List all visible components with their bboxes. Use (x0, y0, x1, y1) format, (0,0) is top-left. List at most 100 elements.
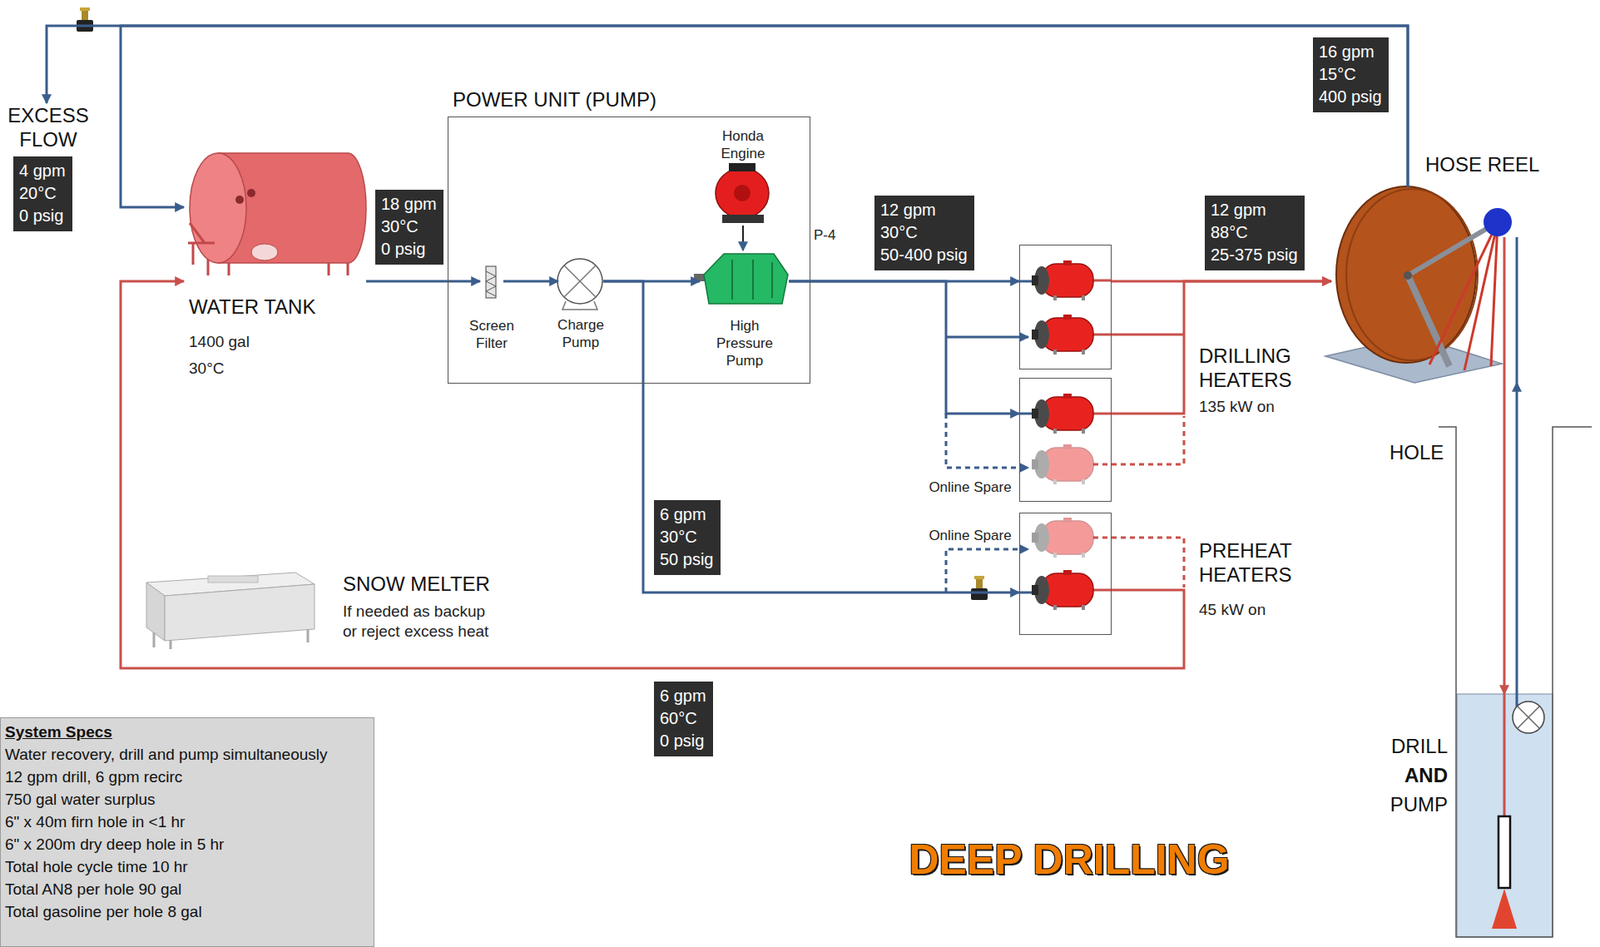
part-label: P-4 (813, 226, 836, 244)
drill-and-pump: DRILLANDPUMP (1381, 693, 1553, 937)
flow-line (503, 280, 559, 283)
heater-drawing (1031, 393, 1094, 434)
label-text: 18 gpm (381, 193, 437, 216)
hose-reel: HOSE REEL (1331, 187, 1506, 383)
label-text: 16 gpm (1318, 40, 1383, 64)
heater-lines (1019, 281, 1032, 593)
snow-melter-drawing (146, 572, 315, 649)
heater-lines (1093, 416, 1184, 588)
label-text: 30°C (188, 358, 224, 379)
honda-engine-drawing (733, 184, 751, 202)
label-text: 135 kW on (1198, 396, 1275, 417)
snow-melter-drawing (164, 584, 315, 641)
flow-line (603, 281, 1020, 593)
hose-reel-drawing (1325, 186, 1517, 383)
hose-reel-drawing (1407, 275, 1450, 367)
water-tank-drawing (235, 195, 244, 204)
hose-reel-drawing (1403, 271, 1412, 280)
label-text: Total AN8 per hole 90 gal (4, 877, 370, 901)
water-tank-drawing (188, 153, 367, 276)
label-text: 12 gpm drill, 6 gpm recirc (4, 765, 370, 788)
label-text: 25-375 psig (1210, 243, 1298, 267)
label-text: PREHEAT HEATERS (1198, 538, 1303, 587)
high-pressure-pump-drawing (703, 253, 788, 304)
label-text: 1400 gal (188, 331, 250, 352)
label-text: 20°C (19, 182, 66, 205)
flow-line (788, 281, 1020, 414)
flow-line (120, 281, 1184, 669)
excess-flow-box: EXCESS FLOW4 gpm20°C0 psig (4, 103, 92, 232)
valve-symbol (76, 7, 988, 600)
data-box: 4 gpm20°C0 psig (13, 156, 73, 232)
honda-engine-drawing (715, 168, 769, 218)
label-text: DRILLING HEATERS (1198, 343, 1303, 392)
heater-drawing (1031, 444, 1094, 485)
label-text: 30°C (381, 215, 437, 238)
flow-data-box: 6 gpm60°C0 psig (653, 681, 714, 757)
label-text: 6" x 40m firn hole in <1 hr (4, 810, 370, 833)
hose-reel-drawing (1336, 186, 1477, 363)
water-tank-drawing (251, 243, 278, 261)
power-unit-box: POWER UNIT (PUMP)Honda EngineScreen Filt… (447, 116, 811, 384)
label-text: 60°C (659, 707, 707, 730)
label-text: 50-400 psig (880, 243, 968, 267)
water-tank-drawing (247, 188, 256, 198)
hose-reel-drawing (1503, 237, 1506, 383)
label-text: 6 gpm (659, 503, 714, 526)
label-text: 12 gpm (880, 198, 968, 222)
label-text: 45 kW on (1198, 599, 1266, 620)
label-text: 0 psig (659, 729, 707, 753)
label-text: 15°C (1318, 63, 1383, 86)
hole-drawing (1491, 888, 1517, 929)
hole-drawing (1498, 816, 1511, 888)
heater-lines (1093, 280, 1184, 590)
snow-melter-drawing (146, 582, 165, 641)
flow-data-box: 16 gpm15°C400 psig (1312, 37, 1389, 113)
label-text: EXCESS FLOW (4, 103, 92, 152)
label-text: WATER TANK (188, 294, 316, 319)
hole: HOLEDRILLANDPUMP (1381, 420, 1592, 941)
heater-lines (946, 336, 1029, 339)
charge-pump-drawing (564, 265, 596, 298)
water-tank-drawing (188, 222, 215, 265)
hose-reel-drawing (1429, 222, 1498, 371)
label-text: 30°C (659, 525, 714, 549)
label-text: 0 psig (19, 204, 66, 228)
heater-drawing (1031, 260, 1094, 301)
flow-data-box: 18 gpm30°C0 psig (375, 189, 444, 265)
heater-lines (946, 413, 1029, 468)
label-text: 750 gal water surplus (4, 787, 370, 811)
honda-engine-drawing (722, 214, 764, 223)
heater-drawing (1031, 260, 1094, 610)
flow-line (366, 280, 481, 283)
water-tank-drawing (189, 153, 247, 263)
honda-engine: Honda Engine (714, 163, 772, 226)
heater-drawing (1031, 314, 1094, 355)
flow-line (46, 25, 1408, 188)
label-text: 50 psig (659, 548, 714, 571)
label-text: System Specs (4, 720, 370, 744)
label-text: Total gasoline per hole 8 gal (4, 900, 370, 923)
label-text: Charge Pump (549, 316, 613, 352)
flow-data-box: 12 gpm88°C25-375 psig (1204, 195, 1305, 271)
label-text: Water recovery, drill and pump simultane… (4, 743, 370, 766)
label-text: SNOW MELTER (342, 571, 491, 596)
hose-reel-drawing (1515, 237, 1519, 383)
honda-engine-drawing (715, 163, 769, 223)
heater-drawing (1031, 517, 1094, 558)
hose-reel-drawing (1483, 208, 1512, 237)
high-pressure-pump: High Pressure Pump (699, 250, 789, 308)
label-text: Online Spare (926, 478, 1014, 496)
hole-drawing (1512, 701, 1545, 734)
label-text: Total hole cycle time 10 hr (4, 855, 370, 878)
label-text: HOSE REEL (1425, 152, 1540, 177)
charge-pump-drawing (562, 301, 598, 310)
charge-pump-drawing (557, 258, 603, 304)
screen-filter-drawing (485, 266, 503, 298)
heater-lines (946, 280, 1184, 593)
hole-drawing (1456, 693, 1553, 937)
flow-line (742, 225, 744, 251)
high-pressure-pump-drawing (693, 253, 788, 304)
label-text: High Pressure Pump (708, 317, 782, 370)
